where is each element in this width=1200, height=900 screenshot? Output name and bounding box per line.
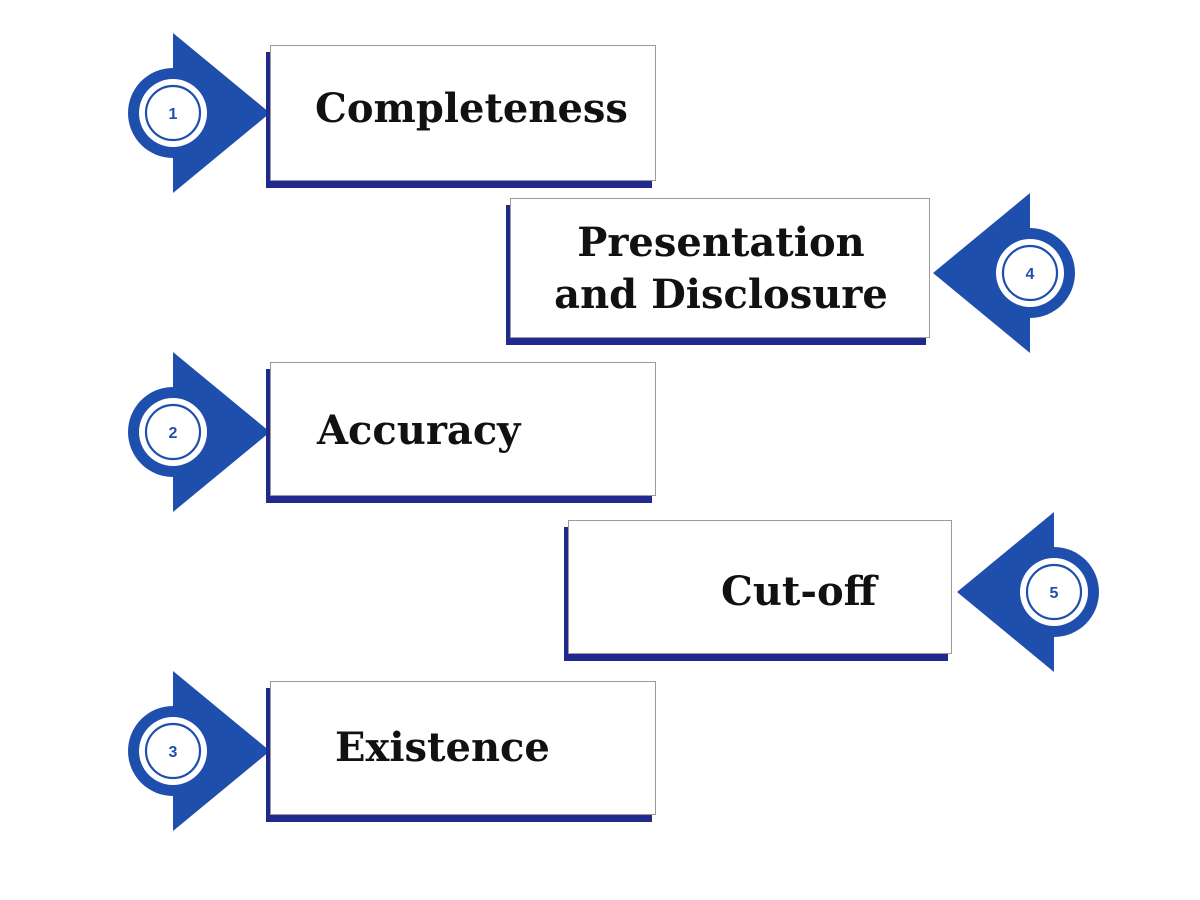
step-card-presentation-and-disclosure: Presentation and Disclosure — [510, 198, 930, 338]
step-label-presentation-and-disclosure: Presentation and Disclosure — [554, 219, 888, 318]
step-label-cut-off: Cut-off — [721, 568, 877, 615]
step-card-completeness: Completeness — [270, 45, 656, 181]
step-badge-1: 1 — [125, 33, 275, 193]
step-card-accuracy: Accuracy — [270, 362, 656, 496]
step-label-accuracy: Accuracy — [317, 407, 521, 454]
step-badge-5: 5 — [952, 512, 1102, 672]
step-label-existence: Existence — [335, 724, 550, 771]
step-badge-4: 4 — [928, 193, 1078, 353]
step-badge-2: 2 — [125, 352, 275, 512]
step-number-1: 1 — [169, 106, 178, 123]
step-badge-3: 3 — [125, 671, 275, 831]
step-number-5: 5 — [1050, 585, 1059, 602]
step-card-cut-off: Cut-off — [568, 520, 952, 654]
step-card-existence: Existence — [270, 681, 656, 815]
step-number-4: 4 — [1026, 266, 1035, 283]
step-label-completeness: Completeness — [315, 85, 628, 132]
step-number-3: 3 — [169, 744, 178, 761]
step-number-2: 2 — [169, 425, 178, 442]
